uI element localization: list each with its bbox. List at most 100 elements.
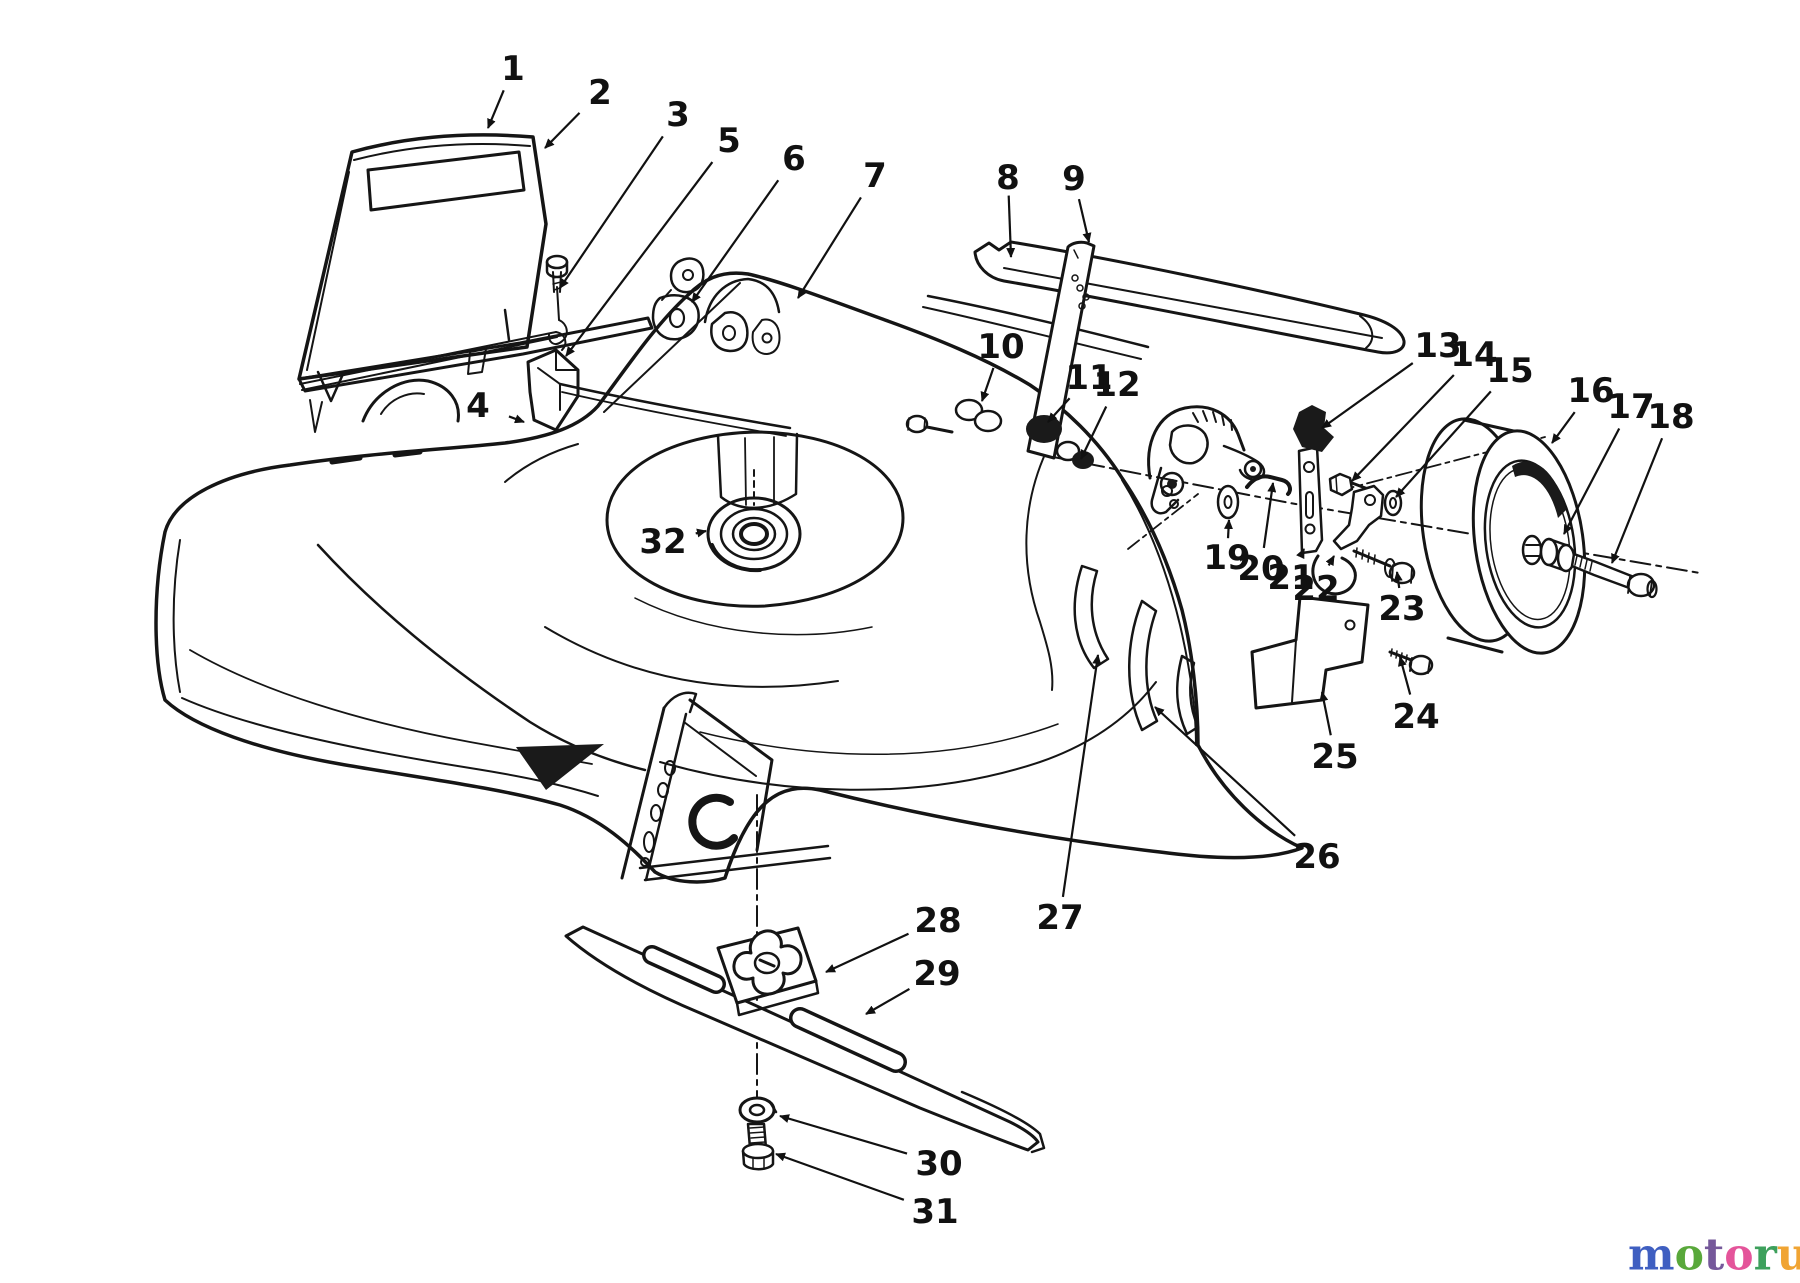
lever-hardware [905,398,1094,469]
leader-line-5 [565,161,714,357]
cam-13 [1293,405,1334,452]
part-label-22: 22 [1292,569,1339,609]
part-label-1: 1 [501,49,525,89]
logo-letter: t [1703,1229,1725,1281]
leader-line-29 [865,987,910,1015]
part-label-7: 7 [863,156,887,196]
hinge-rod [299,286,568,391]
part-label-12: 12 [1093,365,1140,405]
leader-line-7 [797,196,862,299]
part-label-27: 27 [1036,898,1083,938]
part-label-24: 24 [1392,697,1439,737]
leader-line-9 [1077,198,1092,243]
part-label-11: 11 [1065,358,1112,398]
part-label-20: 20 [1237,549,1284,589]
leader-line-2 [544,112,581,149]
blade-assembly [564,925,1046,1171]
leader-line-26 [1154,706,1296,837]
front-tower [620,691,832,882]
height-lever [1026,240,1096,460]
part-label-32: 32 [639,522,686,562]
latch-rod-20 [1245,474,1292,496]
bracket-22 [1332,484,1385,551]
rim-shadow [1512,461,1566,518]
part-label-25: 25 [1311,737,1358,777]
part-label-15: 15 [1486,351,1533,391]
support-channel [526,348,580,432]
pivot-centerline [1127,493,1199,550]
part-label-30: 30 [915,1144,962,1184]
wheel [1419,417,1658,655]
rear-door [297,133,654,433]
bracket-centerline [1337,436,1546,492]
deflector [973,240,1406,355]
leader-line-32 [695,528,707,538]
part-label-14: 14 [1450,335,1497,375]
logo-word: motoruf [1628,1230,1800,1281]
spindle-boss [688,793,738,850]
part-label-13: 13 [1414,326,1461,366]
leader-line-18 [1610,437,1664,564]
part-label-23: 23 [1378,589,1425,629]
vent-louver [1175,654,1200,736]
logo-letter: o [1674,1229,1704,1281]
part-label-29: 29 [913,954,960,994]
bolt-14 [1328,472,1354,497]
leader-line-20 [1262,482,1277,549]
leader-line-28 [825,932,909,973]
leader-line-3 [559,135,664,289]
leader-line-22 [1325,555,1335,567]
knob-11 [1026,415,1062,443]
leader-line-21 [1296,548,1305,560]
adjuster-quadrant [1147,405,1292,515]
leader-line-30 [779,1114,908,1155]
bracket-hardware [1216,405,1416,596]
part-label-17: 17 [1607,387,1654,427]
part-label-2: 2 [588,73,612,113]
part-label-4: 4 [466,386,490,426]
leader-line-31 [775,1152,905,1201]
part-label-5: 5 [717,121,741,161]
part-label-8: 8 [996,158,1020,198]
part-label-18: 18 [1647,397,1694,437]
leader-line-11 [1047,397,1071,423]
part-label-16: 16 [1567,371,1614,411]
spindle-dome [605,430,905,608]
leader-line-10 [980,367,995,402]
leader-line-8 [1006,195,1016,258]
leader-line-17 [1563,428,1621,535]
logo-letter: u [1776,1229,1800,1281]
leader-line-23 [1393,571,1403,589]
leader-line-19 [1224,519,1234,539]
leader-line-6 [691,179,780,303]
leader-line-25 [1319,691,1332,736]
door-bracket [651,257,705,341]
part-label-19: 19 [1203,538,1250,578]
spacer-17 [1539,537,1559,567]
part-label-31: 31 [911,1192,958,1232]
logo-letter: o [1724,1229,1754,1281]
leader-line-16 [1551,411,1576,444]
housing [154,271,1304,884]
leader-line-1 [486,89,505,129]
logo-letter: r [1753,1229,1777,1281]
part-label-10: 10 [977,327,1024,367]
bolt-23 [1352,549,1392,568]
artwork [154,133,1701,1171]
logo-letter: m [1628,1229,1675,1281]
leader-line-27 [1061,654,1102,898]
washer-19 [1216,484,1240,520]
motoruf-logo[interactable]: motoruf˙.de [1628,1226,1800,1283]
part-label-21: 21 [1267,558,1314,598]
leader-line-15 [1395,390,1492,498]
vent-louver [1073,564,1110,670]
leader-line-14 [1351,374,1455,482]
leader-line-4 [508,414,525,424]
part-label-9: 9 [1062,159,1086,199]
leader-line-13 [1321,362,1414,429]
part-label-26: 26 [1293,837,1340,877]
part-label-3: 3 [666,95,690,135]
leader-line-12 [1080,405,1108,460]
